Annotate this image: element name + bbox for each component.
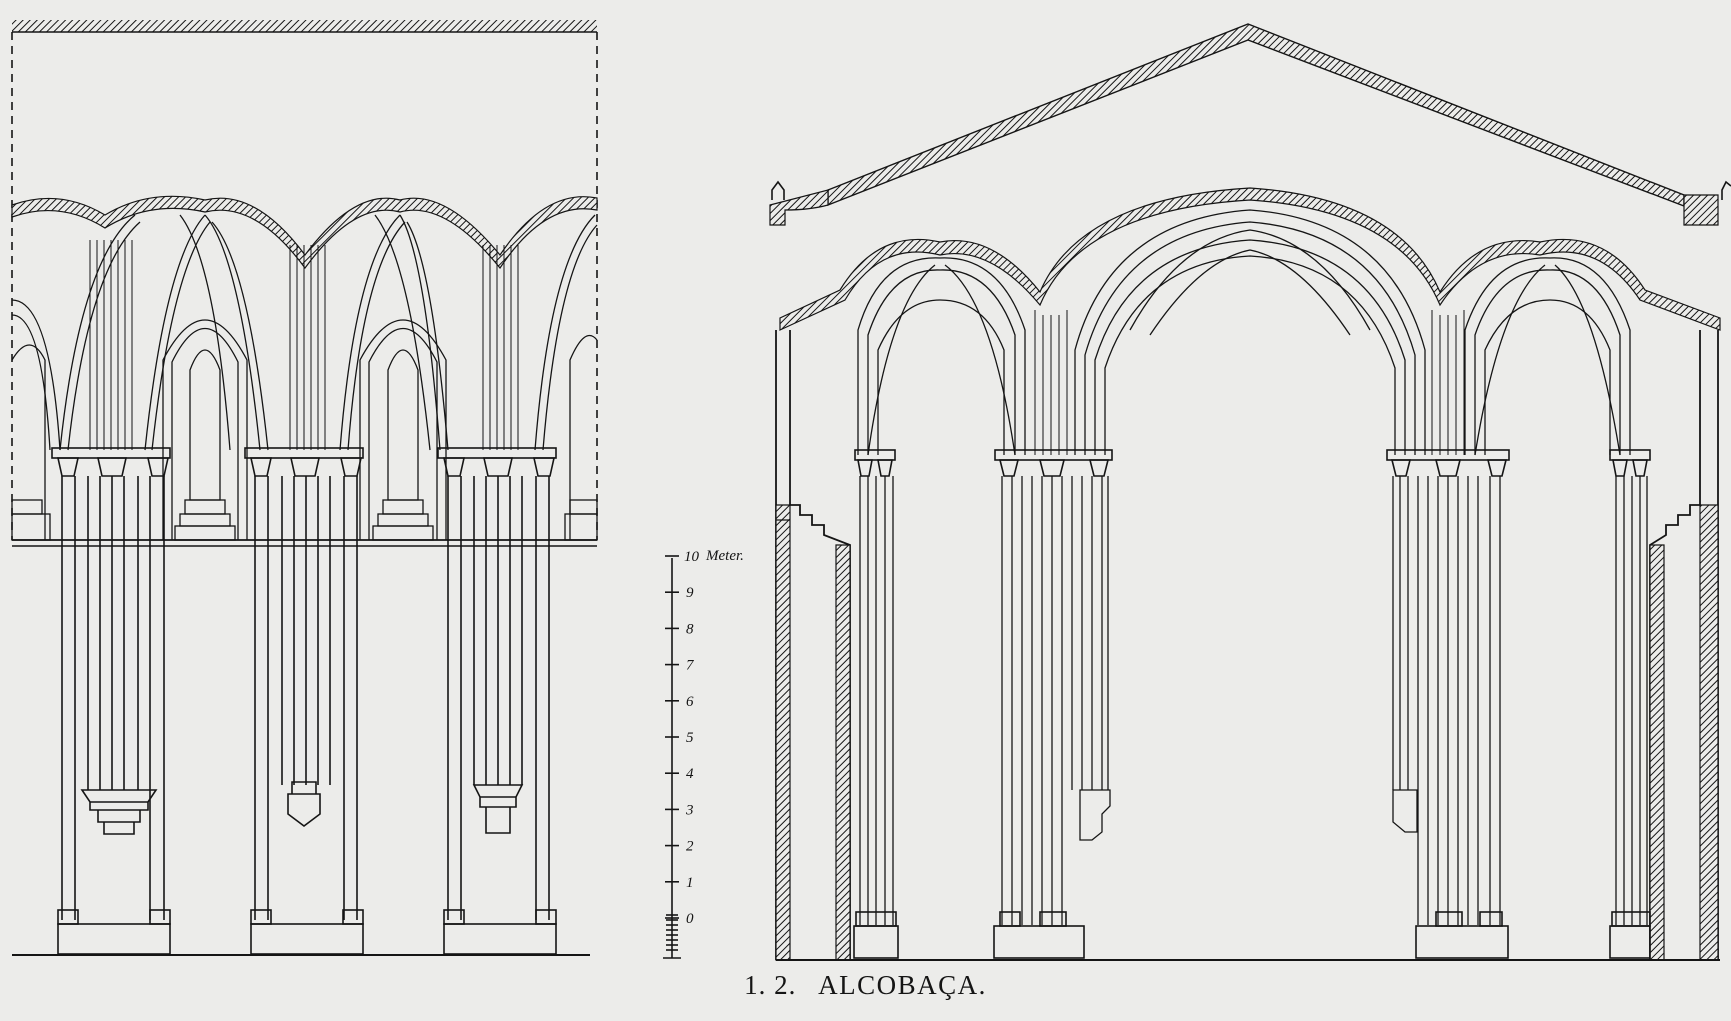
roof-band bbox=[12, 20, 597, 32]
shaft-fluting bbox=[89, 240, 519, 450]
pier-left bbox=[51, 447, 171, 955]
gable-roof bbox=[827, 23, 1685, 208]
section-capitals bbox=[854, 449, 1651, 477]
figure-title: ALCOBAÇA. bbox=[818, 970, 987, 1000]
figure-caption: 1. 2. ALCOBAÇA. bbox=[0, 970, 1731, 1001]
scale-tick-label: 5 bbox=[686, 730, 694, 746]
vault-ribs bbox=[11, 214, 598, 451]
scale-tick-label: 0 bbox=[686, 911, 694, 927]
aisle-vault-ribs bbox=[857, 257, 1631, 456]
figure-number: 1. 2. bbox=[744, 970, 797, 1000]
transverse-section bbox=[769, 23, 1731, 961]
nave-vault-ribs bbox=[1074, 209, 1426, 455]
vault-extrados bbox=[779, 187, 1721, 331]
section-columns bbox=[859, 476, 1648, 925]
longitudinal-elevation bbox=[11, 20, 598, 956]
pier-center bbox=[244, 447, 364, 955]
scale-tick-label: 4 bbox=[686, 766, 694, 782]
scale-bar: 0 1 2 3 4 5 6 7 8 9 10 Meter. bbox=[663, 548, 744, 959]
scale-ticks: 0 1 2 3 4 5 6 7 8 9 10 bbox=[665, 549, 700, 927]
scale-tick-label: 3 bbox=[685, 802, 694, 818]
pier-right bbox=[437, 447, 557, 955]
scale-tick-label: 1 bbox=[686, 875, 694, 891]
section-shaft-fluting bbox=[1034, 310, 1465, 455]
scale-tick-label: 6 bbox=[686, 694, 694, 710]
scale-tick-label: 10 bbox=[684, 549, 700, 565]
vault-band bbox=[11, 195, 598, 270]
scale-tick-label: 9 bbox=[686, 585, 694, 601]
section-bases bbox=[853, 911, 1651, 959]
scale-tick-label: 2 bbox=[686, 839, 694, 855]
scale-tick-label: 8 bbox=[686, 621, 694, 637]
scale-tick-label: 7 bbox=[686, 658, 695, 674]
scale-unit-label: Meter. bbox=[705, 548, 744, 564]
